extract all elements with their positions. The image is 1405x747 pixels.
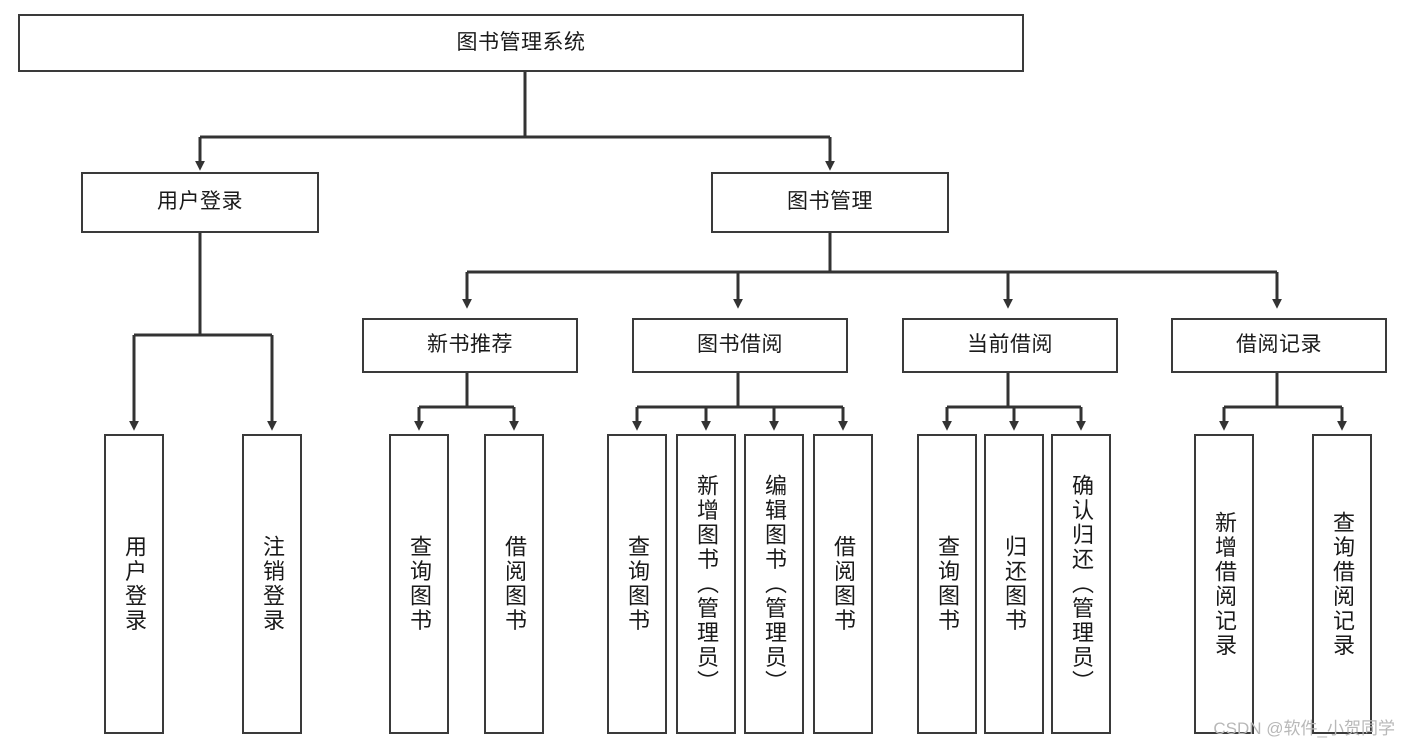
node-current-borrow-label: 当前借阅 bbox=[967, 333, 1053, 357]
root-to-level2-connectors bbox=[195, 72, 835, 171]
node-leaf-user-login-label: 用户登录 bbox=[121, 535, 147, 633]
node-leaf-return-book[interactable]: 归还图书 bbox=[984, 434, 1044, 734]
user-login-to-leaves-connectors bbox=[129, 233, 277, 431]
node-leaf-return-book-label: 归还图书 bbox=[1001, 535, 1027, 633]
node-borrow-record[interactable]: 借阅记录 bbox=[1171, 318, 1387, 373]
node-leaf-add-record[interactable]: 新增借阅记录 bbox=[1194, 434, 1254, 734]
node-leaf-query-book-1-label: 查询图书 bbox=[406, 535, 432, 633]
node-leaf-query-book-3[interactable]: 查询图书 bbox=[917, 434, 977, 734]
node-current-borrow[interactable]: 当前借阅 bbox=[902, 318, 1118, 373]
node-leaf-borrow-book-2-label: 借阅图书 bbox=[830, 535, 856, 633]
node-book-manage[interactable]: 图书管理 bbox=[711, 172, 949, 233]
node-leaf-query-record-label: 查询借阅记录 bbox=[1329, 510, 1355, 658]
node-leaf-query-book-1[interactable]: 查询图书 bbox=[389, 434, 449, 734]
node-leaf-add-record-label: 新增借阅记录 bbox=[1211, 510, 1237, 658]
node-leaf-add-book-label: 新增图书（管理员） bbox=[693, 473, 719, 695]
book-manage-to-level3-connectors bbox=[462, 233, 1282, 309]
node-new-book-recommend-label: 新书推荐 bbox=[427, 333, 513, 357]
node-leaf-edit-book-label: 编辑图书（管理员） bbox=[761, 473, 787, 695]
current-borrow-to-leaves-connectors bbox=[942, 373, 1086, 431]
node-leaf-borrow-book-1[interactable]: 借阅图书 bbox=[484, 434, 544, 734]
node-leaf-borrow-book-2[interactable]: 借阅图书 bbox=[813, 434, 873, 734]
node-book-borrow[interactable]: 图书借阅 bbox=[632, 318, 848, 373]
node-leaf-confirm-return-label: 确认归还（管理员） bbox=[1068, 473, 1094, 695]
node-leaf-user-logout[interactable]: 注销登录 bbox=[242, 434, 302, 734]
node-leaf-query-book-2[interactable]: 查询图书 bbox=[607, 434, 667, 734]
node-leaf-query-book-2-label: 查询图书 bbox=[624, 535, 650, 633]
book-borrow-to-leaves-connectors bbox=[632, 373, 848, 431]
node-book-borrow-label: 图书借阅 bbox=[697, 333, 783, 357]
node-leaf-edit-book[interactable]: 编辑图书（管理员） bbox=[744, 434, 804, 734]
node-leaf-user-login[interactable]: 用户登录 bbox=[104, 434, 164, 734]
borrow-record-to-leaves-connectors bbox=[1219, 373, 1347, 431]
node-leaf-borrow-book-1-label: 借阅图书 bbox=[501, 535, 527, 633]
node-user-login-label: 用户登录 bbox=[157, 190, 243, 214]
node-user-login[interactable]: 用户登录 bbox=[81, 172, 319, 233]
node-leaf-query-book-3-label: 查询图书 bbox=[934, 535, 960, 633]
watermark-text: CSDN @软件_小贺同学 bbox=[1213, 719, 1395, 738]
node-leaf-query-record[interactable]: 查询借阅记录 bbox=[1312, 434, 1372, 734]
node-borrow-record-label: 借阅记录 bbox=[1236, 333, 1322, 357]
node-root-label: 图书管理系统 bbox=[456, 30, 586, 54]
node-leaf-user-logout-label: 注销登录 bbox=[259, 535, 285, 633]
node-leaf-confirm-return[interactable]: 确认归还（管理员） bbox=[1051, 434, 1111, 734]
node-new-book-recommend[interactable]: 新书推荐 bbox=[362, 318, 578, 373]
node-book-manage-label: 图书管理 bbox=[787, 190, 873, 214]
new-book-recommend-to-leaves-connectors bbox=[414, 373, 519, 431]
node-root[interactable]: 图书管理系统 bbox=[18, 14, 1024, 72]
node-leaf-add-book[interactable]: 新增图书（管理员） bbox=[676, 434, 736, 734]
